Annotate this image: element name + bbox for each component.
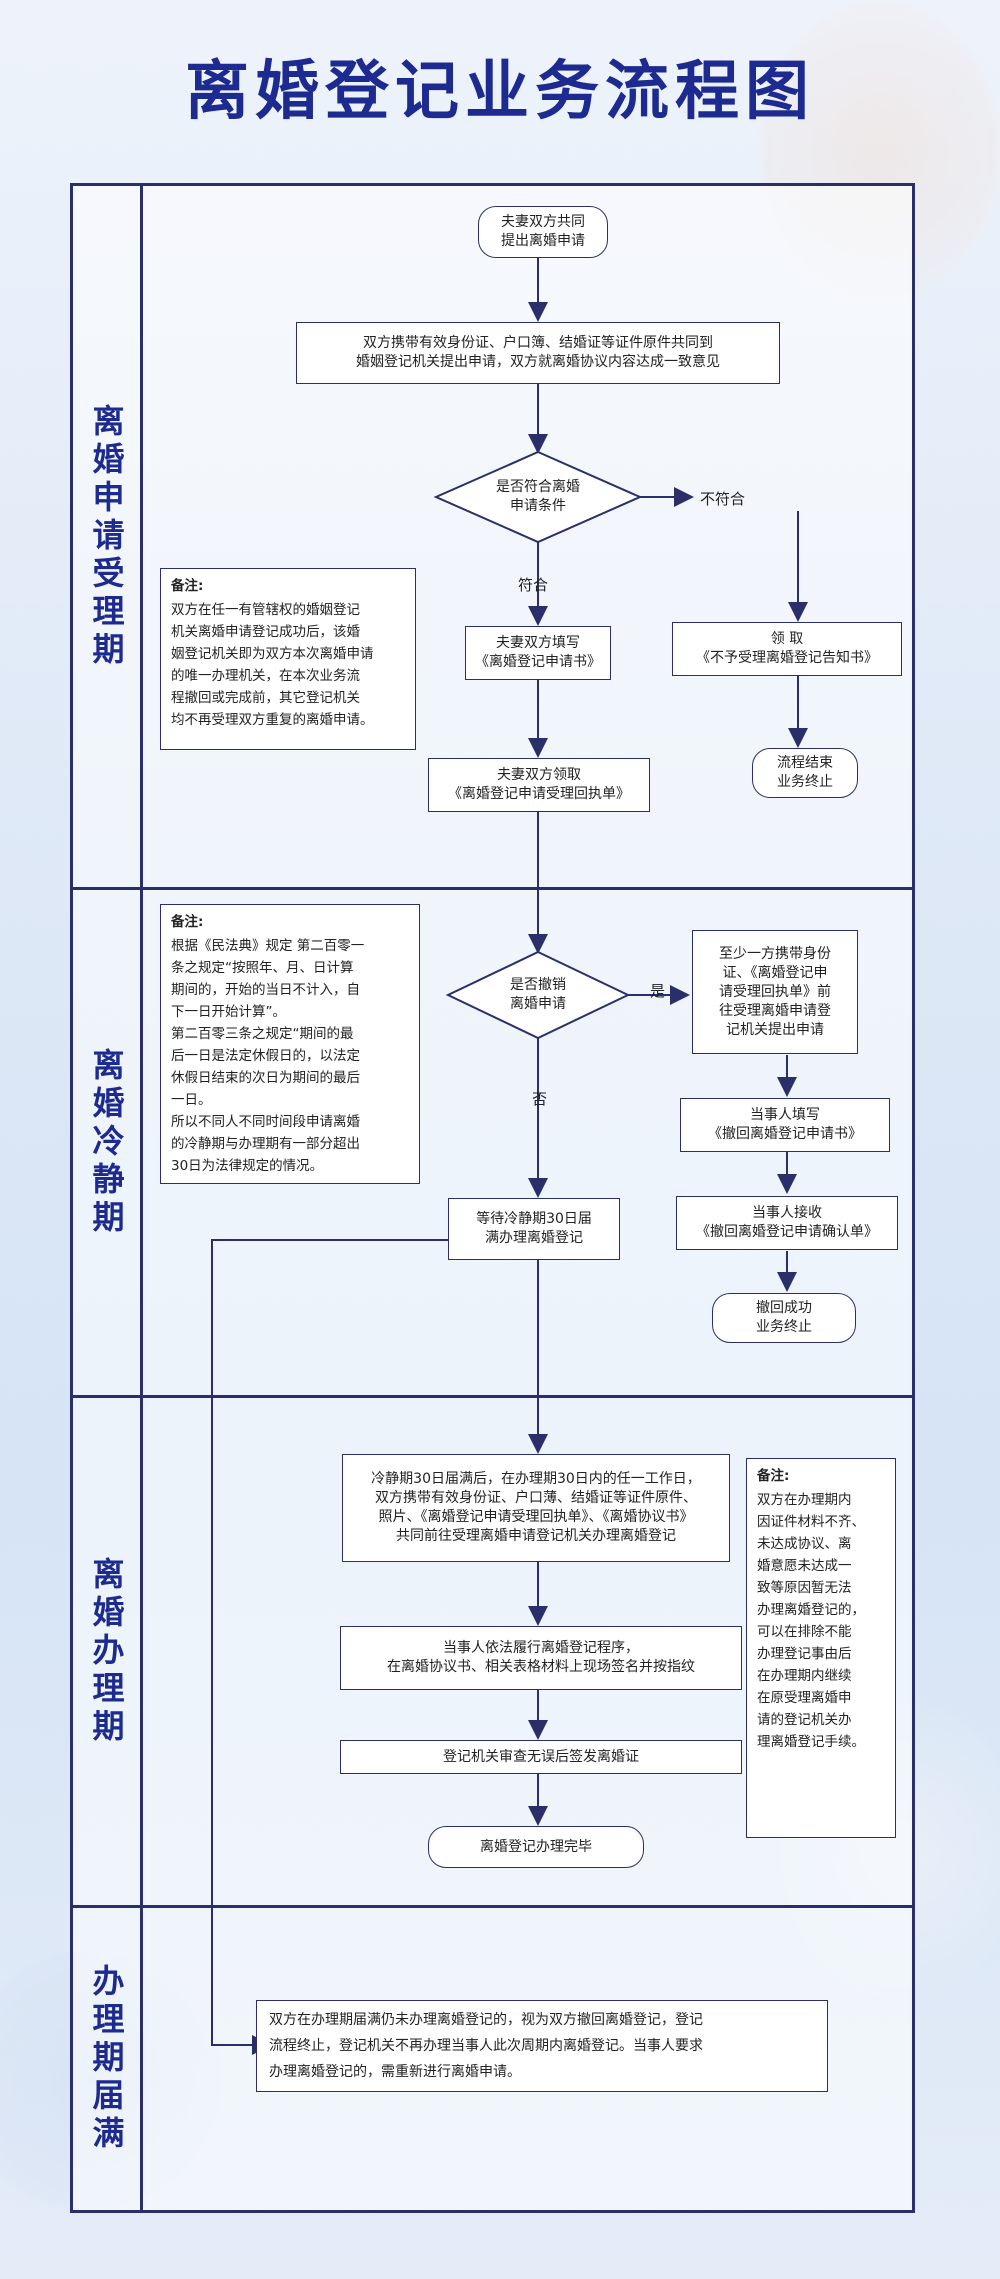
start-node-joint-application: 夫妻双方共同提出离婚申请 xyxy=(478,206,608,258)
note-cooling-off-stage: 备注: 根据《民法典》规定 第二百零一 条之规定“按照年、月、日计算 期间的，开… xyxy=(160,904,420,1184)
registration-complete-node: 离婚登记办理完毕 xyxy=(428,1826,644,1868)
phase-label-cooling-off: 离婚冷静期 xyxy=(87,1047,126,1238)
phase-label-processing: 离婚办理期 xyxy=(87,1556,126,1747)
rejection-notice-box: 领 取《不予受理离婚登记告知书》 xyxy=(672,622,902,676)
withdraw-fill-form-box: 当事人填写《撤回离婚登记申请书》 xyxy=(680,1098,890,1152)
note-processing-stage: 备注: 双方在办理期内 因证件材料不齐、 未达成协议、离 婚意愿未达成一 致等原… xyxy=(746,1458,896,1838)
label-eligible: 符合 xyxy=(518,576,549,594)
period-expired-box: 双方在办理期届满仍未办理离婚登记的，视为双方撤回离婚登记，登记流程终止，登记机关… xyxy=(256,2000,828,2092)
withdraw-end-node: 撤回成功业务终止 xyxy=(712,1293,856,1343)
label-no: 否 xyxy=(532,1090,548,1108)
phase-column-divider xyxy=(140,183,143,2213)
fill-application-form-box: 夫妻双方填写《离婚登记申请书》 xyxy=(465,626,611,680)
issue-certificate-box: 登记机关审查无误后签发离婚证 xyxy=(340,1740,742,1774)
receive-acceptance-receipt-box: 夫妻双方领取《离婚登记申请受理回执单》 xyxy=(428,758,650,812)
phase-divider-2 xyxy=(70,1395,915,1398)
eligibility-decision-label: 是否符合离婚申请条件 xyxy=(496,479,580,514)
label-not-eligible: 不符合 xyxy=(700,490,746,508)
phase-divider-1 xyxy=(70,887,915,890)
registration-submit-box: 冷静期30日届满后，在办理期30日内的任一工作日，双方携带有效身份证、户口薄、结… xyxy=(342,1454,730,1562)
sign-and-fingerprint-box: 当事人依法履行离婚登记程序，在离婚协议书、相关表格材料上现场签名并按指纹 xyxy=(340,1626,742,1690)
label-yes: 是 xyxy=(650,982,666,1000)
withdraw-confirmation-box: 当事人接收《撤回离婚登记申请确认单》 xyxy=(676,1196,898,1250)
note-application-stage: 备注: 双方在任一有管辖权的婚姻登记 机关离婚申请登记成功后，该婚 姻登记机关即… xyxy=(160,568,416,750)
page-title: 离婚登记业务流程图 xyxy=(185,55,815,129)
wait-cooling-off-box: 等待冷静期30日届满办理离婚登记 xyxy=(448,1198,620,1260)
phase-label-application: 离婚申请受理期 xyxy=(87,403,126,670)
process-end-node: 流程结束业务终止 xyxy=(752,748,858,798)
phase-divider-3 xyxy=(70,1905,915,1908)
submit-documents-box: 双方携带有效身份证、户口簿、结婚证等证件原件共同到婚姻登记机关提出申请，双方就离… xyxy=(296,322,780,384)
withdraw-submit-box: 至少一方携带身份证、《离婚登记申请受理回执单》前往受理离婚申请登记机关提出申请 xyxy=(692,930,858,1054)
withdraw-decision-label: 是否撤销离婚申请 xyxy=(510,977,566,1012)
phase-label-expired: 办理期届满 xyxy=(87,1964,126,2154)
